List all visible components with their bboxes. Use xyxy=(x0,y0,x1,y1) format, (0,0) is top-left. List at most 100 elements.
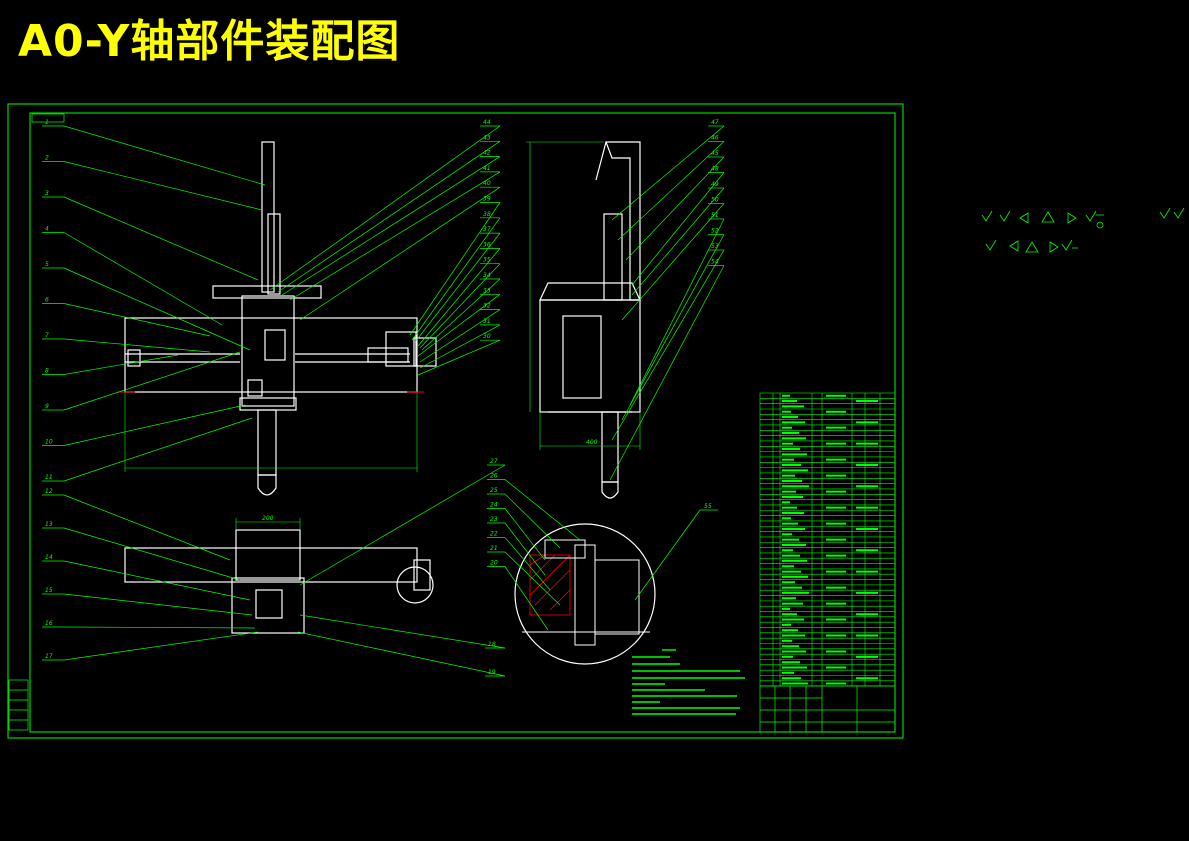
drawing-number-box xyxy=(31,113,65,123)
leader-line xyxy=(419,309,501,363)
balloon-41: 41 xyxy=(483,165,491,172)
leader-line xyxy=(631,187,725,296)
leader-line xyxy=(621,203,725,321)
balloon-34: 34 xyxy=(483,272,491,279)
view-c-top-dim: 200 xyxy=(262,515,274,522)
leader-line xyxy=(277,141,501,293)
view-front xyxy=(124,141,437,496)
view-top-dimensions xyxy=(235,518,301,530)
balloon-13: 13 xyxy=(45,521,53,528)
balloon-2: 2 xyxy=(45,155,49,162)
balloon-4: 4 xyxy=(45,226,49,233)
sheet-inner-border xyxy=(29,112,896,733)
leader-line xyxy=(504,493,561,549)
leader-line xyxy=(504,551,561,606)
balloon-37: 37 xyxy=(483,226,491,233)
leader-line xyxy=(63,196,259,281)
leader-line xyxy=(625,156,725,261)
leader-line xyxy=(411,217,501,341)
leader-line xyxy=(504,522,546,576)
view-front-dimensions xyxy=(124,392,418,472)
balloon-51: 51 xyxy=(711,212,719,219)
leader-line xyxy=(414,232,501,343)
balloon-50: 50 xyxy=(711,197,719,204)
leader-line xyxy=(504,566,549,631)
leader-line xyxy=(417,339,501,376)
leader-line xyxy=(611,249,725,441)
balloon-30: 30 xyxy=(483,333,491,340)
balloon-18: 18 xyxy=(488,641,496,648)
balloon-46: 46 xyxy=(711,135,719,142)
leader-line xyxy=(609,265,725,481)
balloon-40: 40 xyxy=(483,180,491,187)
leader-line xyxy=(63,338,211,353)
leader-line xyxy=(63,626,256,629)
balloon-48: 48 xyxy=(711,166,719,173)
view-side xyxy=(539,141,641,499)
balloon-7: 7 xyxy=(45,332,49,339)
balloon-36: 36 xyxy=(483,241,491,248)
balloon-31: 31 xyxy=(483,318,491,325)
view-b-bottom-dim: 400 xyxy=(586,439,598,446)
leader-line xyxy=(611,125,725,221)
leader-line xyxy=(297,631,506,677)
side-label-strip xyxy=(8,679,29,731)
balloon-47: 47 xyxy=(711,119,719,126)
leader-line xyxy=(63,631,259,661)
balloon-53: 53 xyxy=(711,243,719,250)
balloon-45: 45 xyxy=(711,150,719,157)
leader-line xyxy=(419,263,501,349)
leader-line xyxy=(629,218,725,406)
parts-list-entries xyxy=(782,394,878,685)
balloon-14: 14 xyxy=(45,554,53,561)
balloon-labels: 1234567891011444342414039383736353433323… xyxy=(45,119,719,676)
balloon-54: 54 xyxy=(711,259,719,266)
leader-line xyxy=(63,494,231,561)
title-block xyxy=(759,685,896,733)
balloon-17: 17 xyxy=(45,653,53,660)
view-side-dimensions xyxy=(526,141,641,450)
leader-line xyxy=(621,234,725,421)
leader-line xyxy=(63,161,263,211)
balloon-49: 49 xyxy=(711,181,719,188)
leader-line xyxy=(63,267,251,351)
leader-line xyxy=(421,278,501,351)
balloon-22: 22 xyxy=(490,531,498,538)
balloon-21: 21 xyxy=(490,545,498,552)
leader-line xyxy=(634,509,701,601)
leader-line xyxy=(269,125,501,291)
balloon-33: 33 xyxy=(483,287,491,294)
leader-line xyxy=(63,232,223,326)
leader-line xyxy=(299,186,501,321)
balloon-8: 8 xyxy=(45,368,49,375)
balloon-10: 10 xyxy=(45,439,53,446)
leader-line xyxy=(281,156,501,296)
leader-line xyxy=(409,202,501,336)
leader-line xyxy=(63,303,211,337)
balloon-25: 25 xyxy=(490,487,498,494)
leader-line xyxy=(417,248,501,347)
leader-line xyxy=(299,614,506,649)
balloon-9: 9 xyxy=(45,403,49,410)
balloon-35: 35 xyxy=(483,257,491,264)
balloon-43: 43 xyxy=(483,134,491,141)
leader-line xyxy=(63,354,179,375)
leader-line xyxy=(63,593,253,616)
leader-line xyxy=(419,324,501,369)
balloon-12: 12 xyxy=(45,488,53,495)
balloon-5: 5 xyxy=(45,261,49,268)
leader-line xyxy=(63,125,266,186)
balloon-38: 38 xyxy=(483,211,491,218)
balloon-32: 32 xyxy=(483,303,491,310)
leader-line xyxy=(631,172,725,286)
balloon-16: 16 xyxy=(45,620,53,627)
balloon-24: 24 xyxy=(490,502,498,509)
balloon-27: 27 xyxy=(490,458,498,465)
leader-line xyxy=(63,351,241,411)
balloon-1: 1 xyxy=(45,119,49,126)
view-top xyxy=(124,529,434,634)
balloon-15: 15 xyxy=(45,587,53,594)
balloon-20: 20 xyxy=(490,560,498,567)
technical-notes xyxy=(632,649,745,715)
